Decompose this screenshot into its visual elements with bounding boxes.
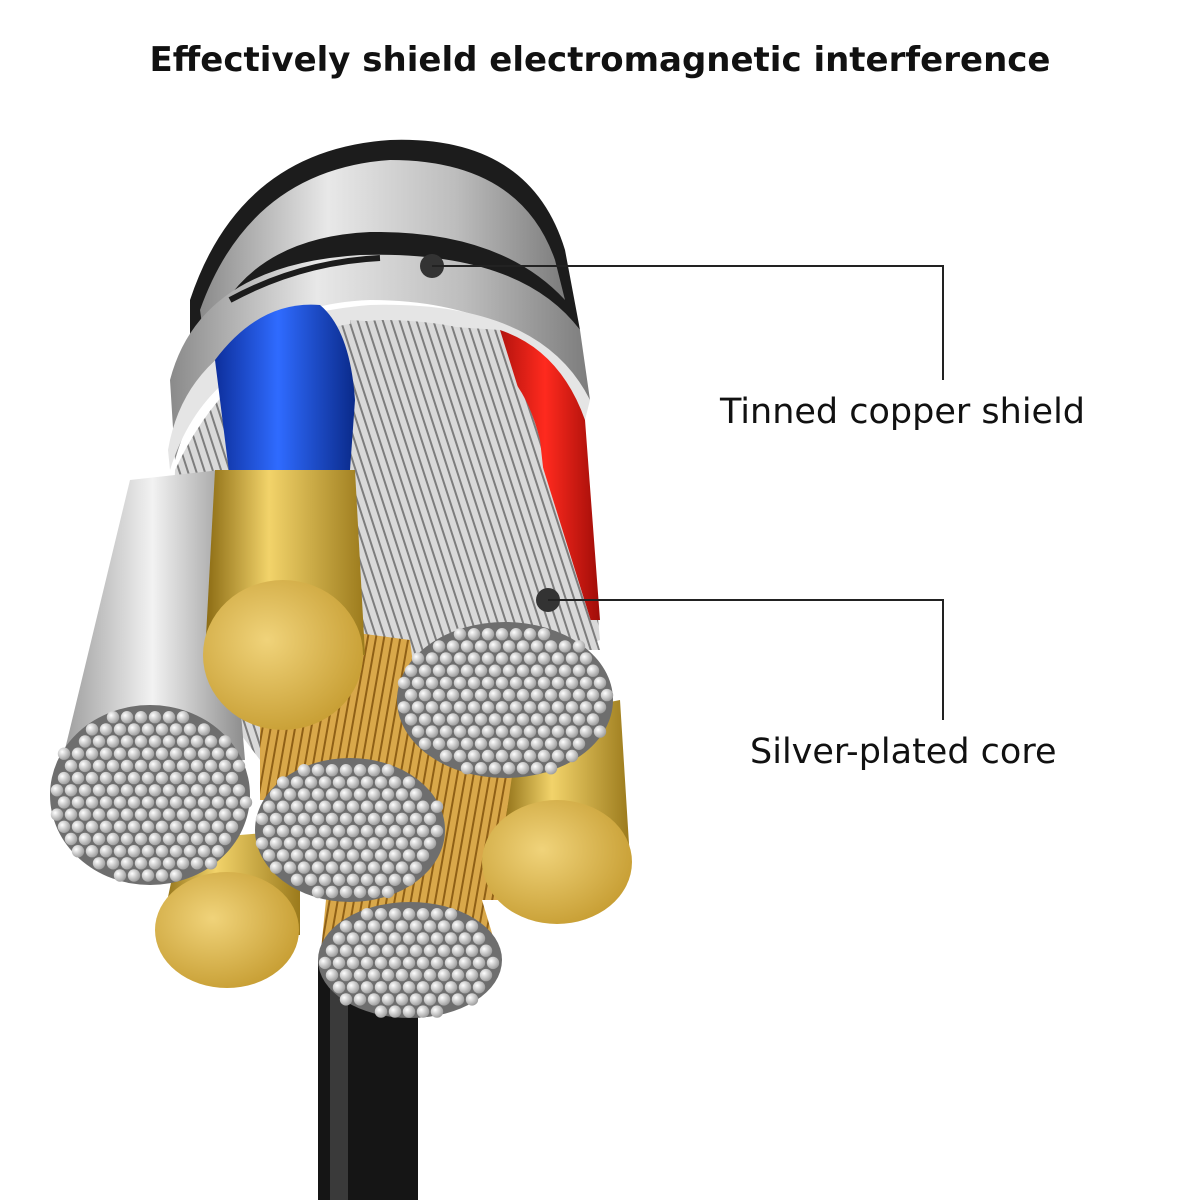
shield-leader-line [432,265,944,380]
core-leader-line [548,599,944,720]
page-title: Effectively shield electromagnetic inter… [149,40,1051,80]
strand-bundle-face [397,622,614,778]
blue-insulated-wire [215,304,355,480]
strand-bundle-face [318,902,502,1018]
silver-strand-bundles [50,622,614,1018]
callout-silver-plated-core: Silver-plated core [750,732,1057,772]
callout-tinned-copper-shield: Tinned copper shield [720,392,1086,432]
strand-bundle-face [255,758,445,902]
callout-leaders [420,254,944,720]
strand-bundle-face [50,705,253,885]
